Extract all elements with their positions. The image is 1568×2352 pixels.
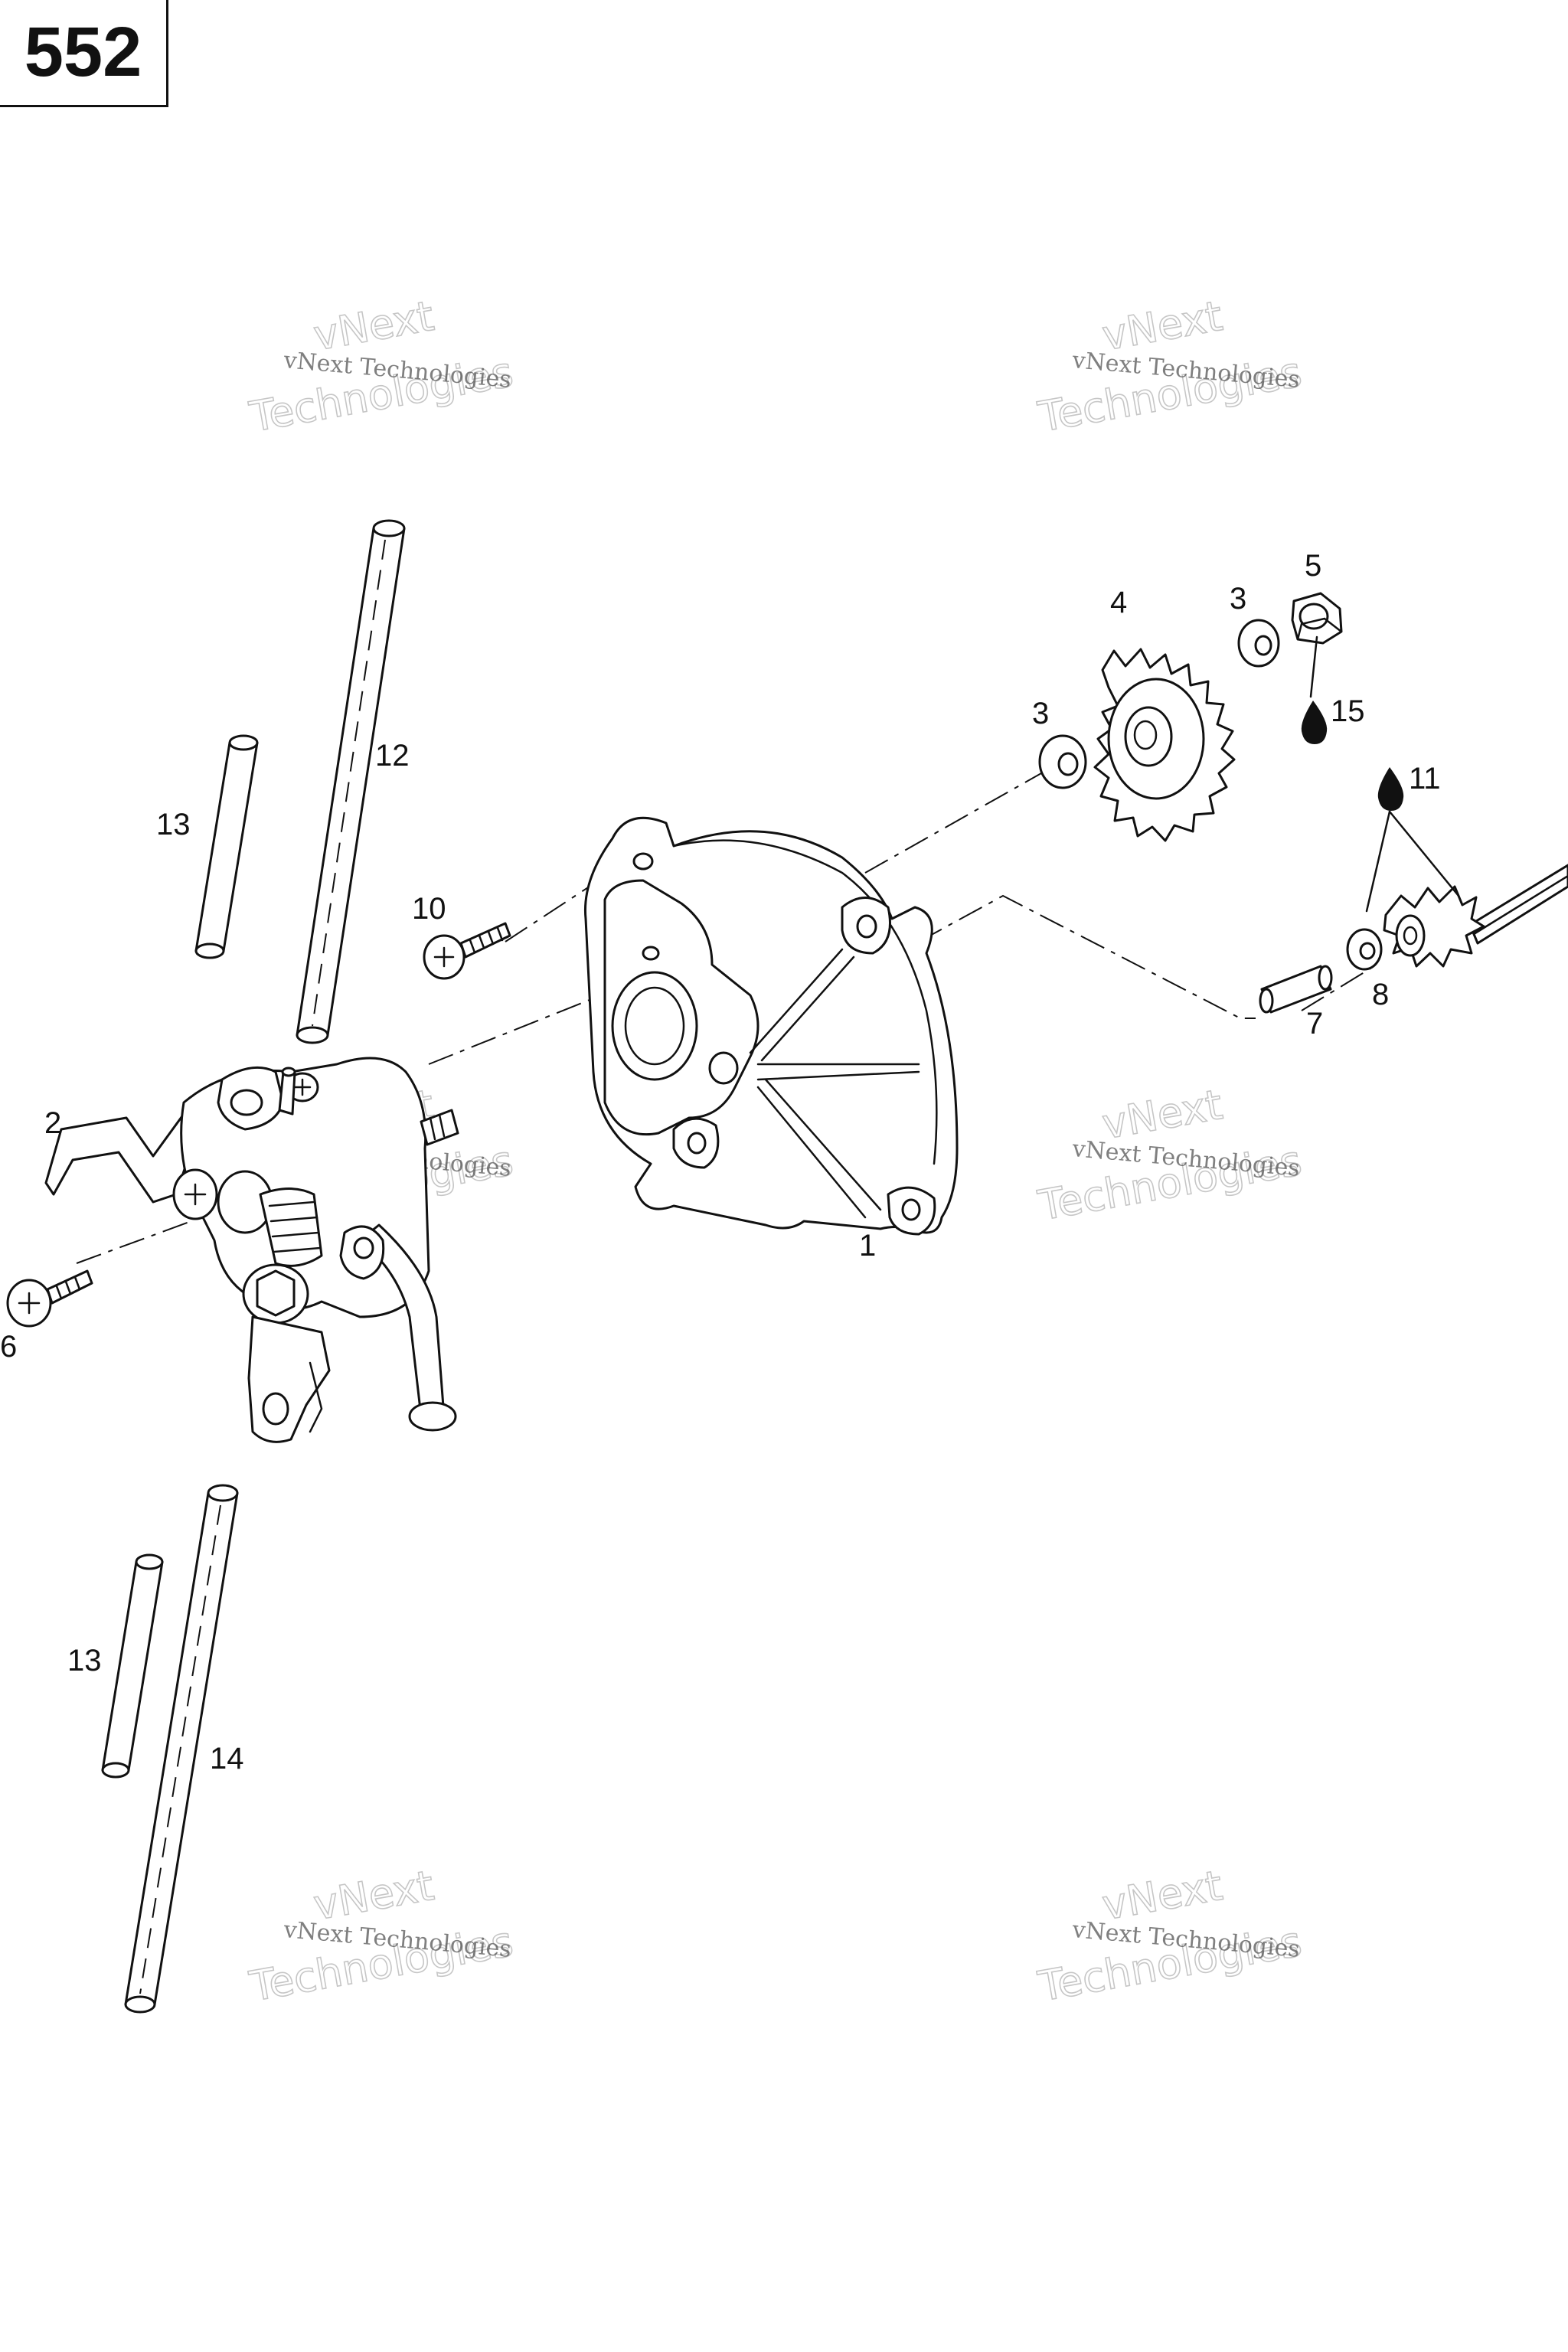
leader-15 (1309, 635, 1318, 698)
callout-2: 2 (44, 1106, 61, 1140)
oil-drop-icon (1377, 767, 1404, 811)
hose-13-lower (101, 1553, 164, 1779)
callout-14: 14 (210, 1742, 244, 1775)
shaft-pinion-11 (1383, 864, 1568, 968)
svg-text:vNext: vNext (310, 1861, 437, 1929)
svg-text:vNext: vNext (1099, 1080, 1226, 1148)
nut-5 (1291, 592, 1343, 645)
hose-14 (124, 1484, 239, 2014)
screw-10 (423, 922, 511, 980)
callout-11: 11 (1409, 762, 1441, 795)
callout-6: 6 (0, 1330, 17, 1364)
callout-8: 8 (1372, 978, 1389, 1011)
hose-12 (296, 519, 406, 1044)
page-number: 552 (0, 0, 168, 107)
gear-4 (1093, 648, 1236, 842)
svg-text:vNext: vNext (1099, 292, 1226, 360)
callout-7: 7 (1306, 1007, 1323, 1040)
callout-3-upper: 3 (1230, 582, 1246, 616)
callout-13-lower: 13 (67, 1644, 102, 1677)
washer-3-lower (1038, 734, 1087, 789)
callout-15: 15 (1331, 694, 1365, 728)
pump-housing-1 (583, 816, 959, 1236)
pin-7 (1259, 965, 1333, 1014)
callout-13-upper: 13 (156, 808, 191, 841)
hose-13-upper (194, 734, 259, 959)
washer-3-upper (1237, 619, 1280, 668)
svg-text:vNext: vNext (310, 292, 437, 360)
screw-6 (6, 1269, 93, 1328)
callout-3-lower: 3 (1032, 697, 1049, 730)
svg-text:vNext: vNext (1099, 1861, 1226, 1929)
leader-11 (1365, 810, 1460, 913)
callout-4: 4 (1110, 586, 1127, 619)
washer-8 (1346, 928, 1383, 971)
callout-1: 1 (859, 1229, 876, 1263)
oil-pump-assembly-2 (44, 1057, 459, 1443)
callout-12: 12 (375, 739, 410, 773)
callout-5: 5 (1305, 549, 1321, 583)
callout-10: 10 (412, 892, 446, 926)
oil-drop-icon (1301, 701, 1328, 744)
